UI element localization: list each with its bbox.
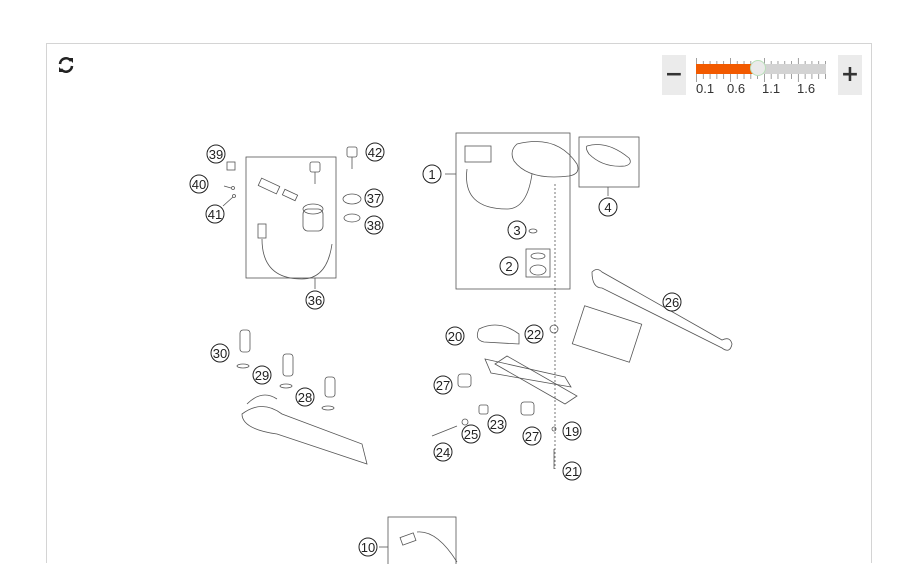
zoom-slider-handle[interactable]: [749, 60, 766, 76]
callouts: 1 2 3 4 10 19 20 21 22 23 24 25 26 27 27…: [189, 142, 682, 557]
svg-text:10: 10: [361, 540, 375, 555]
callout-29: 29: [252, 365, 272, 385]
callout-2: 2: [499, 256, 519, 276]
callout-42: 42: [365, 142, 385, 162]
callout-36: 36: [305, 290, 325, 310]
refresh-button[interactable]: [57, 56, 75, 74]
callout-4: 4: [598, 197, 618, 217]
callout-3: 3: [507, 220, 527, 240]
svg-text:20: 20: [448, 329, 462, 344]
callout-24: 24: [433, 442, 453, 462]
svg-text:37: 37: [367, 191, 381, 206]
zoom-slider[interactable]: [696, 60, 826, 76]
zoom-tick-label: 0.1: [696, 81, 715, 96]
instrument-group-box: [455, 132, 571, 290]
zoom-control: − 0.1 0.6 1.1 1.6 +: [662, 55, 862, 97]
zoom-tick-label: 0.6: [727, 81, 746, 96]
svg-text:2: 2: [505, 259, 512, 274]
svg-text:1: 1: [428, 167, 435, 182]
callout-30: 30: [210, 343, 230, 363]
callout-25: 25: [461, 424, 481, 444]
svg-text:26: 26: [665, 295, 679, 310]
svg-text:39: 39: [209, 147, 223, 162]
sensor-group-box: [387, 516, 457, 564]
parts-diagram-viewer: 1 2 3 4 10 19 20 21 22 23 24 25 26 27 27…: [46, 43, 872, 564]
callout-1: 1: [422, 164, 442, 184]
zoom-tick-label: 1.6: [797, 81, 816, 96]
svg-text:24: 24: [436, 445, 450, 460]
svg-text:22: 22: [527, 327, 541, 342]
refresh-icon: [58, 57, 74, 73]
callout-27a: 27: [433, 375, 453, 395]
svg-text:4: 4: [604, 200, 611, 215]
svg-text:28: 28: [298, 390, 312, 405]
svg-text:27: 27: [436, 378, 450, 393]
callout-40: 40: [189, 174, 209, 194]
exploded-parts-diagram: 1 2 3 4 10 19 20 21 22 23 24 25 26 27 27…: [189, 132, 733, 564]
zoom-slider-fill: [696, 64, 758, 74]
svg-text:23: 23: [490, 417, 504, 432]
ignition-switch-group-box: [245, 156, 337, 279]
callout-23: 23: [487, 414, 507, 434]
zoom-in-button[interactable]: +: [838, 55, 862, 95]
svg-text:21: 21: [565, 464, 579, 479]
svg-text:27: 27: [525, 429, 539, 444]
svg-text:19: 19: [565, 424, 579, 439]
callout-19: 19: [562, 421, 582, 441]
zoom-tick-label: 1.1: [762, 81, 781, 96]
callout-28: 28: [295, 387, 315, 407]
callout-10: 10: [358, 537, 378, 557]
zoom-out-button[interactable]: −: [662, 55, 686, 95]
svg-text:30: 30: [213, 346, 227, 361]
callout-20: 20: [445, 326, 465, 346]
svg-text:41: 41: [208, 207, 222, 222]
svg-text:42: 42: [368, 145, 382, 160]
cover-group-box: [578, 136, 640, 188]
callout-22: 22: [524, 324, 544, 344]
svg-text:40: 40: [192, 177, 206, 192]
svg-text:38: 38: [367, 218, 381, 233]
svg-text:25: 25: [464, 427, 478, 442]
callout-38: 38: [364, 215, 384, 235]
svg-text:29: 29: [255, 368, 269, 383]
svg-text:36: 36: [308, 293, 322, 308]
svg-text:3: 3: [513, 223, 520, 238]
callout-26: 26: [662, 292, 682, 312]
callout-27b: 27: [522, 426, 542, 446]
callout-41: 41: [205, 204, 225, 224]
callout-39: 39: [206, 144, 226, 164]
callout-37: 37: [364, 188, 384, 208]
callout-21: 21: [562, 461, 582, 481]
